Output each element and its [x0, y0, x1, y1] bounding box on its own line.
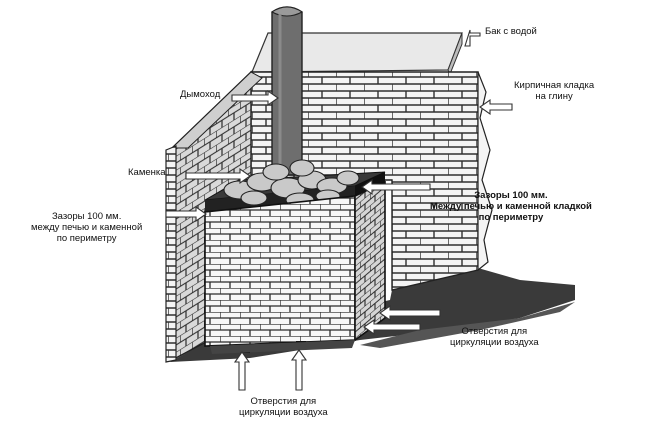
label-brickwork-line1: Кирпичная кладка	[514, 80, 595, 91]
label-brickwork: Кирпичная кладка на глину	[514, 80, 594, 102]
arrow-brickwork	[479, 98, 513, 116]
label-gap-left-line3: по периметру	[56, 233, 117, 244]
arrow-chimney	[231, 89, 279, 107]
stove-front-wall	[204, 195, 356, 347]
label-stone-heater: Каменка	[128, 167, 166, 178]
label-air-holes-right-line1: Отверстия для	[461, 326, 528, 337]
arrow-air-right-1	[379, 304, 441, 322]
arrow-gap-right	[361, 178, 431, 196]
label-air-holes-bottom-line2: циркуляции воздуха	[239, 407, 328, 418]
label-gap-right-line2: Между печью и каменной кладкой	[430, 201, 592, 212]
label-air-holes-bottom: Отверстия для циркуляции воздуха	[239, 396, 328, 418]
label-water-tank: Бак с водой	[485, 26, 537, 37]
label-chimney: Дымоход	[180, 89, 221, 100]
arrow-stone-heater	[185, 167, 251, 185]
label-gap-right: Зазоры 100 мм. Между печью и каменной кл…	[430, 190, 592, 223]
label-air-holes-right: Отверстия для циркуляции воздуха	[450, 326, 539, 348]
label-brickwork-line2: на глину	[535, 91, 573, 102]
label-air-holes-bottom-line1: Отверстия для	[250, 396, 317, 407]
label-gap-left-line2: между печью и каменной	[31, 222, 143, 233]
chimney-pipe	[271, 6, 303, 176]
arrow-air-bottom-2	[290, 349, 308, 391]
arrow-gap-left	[165, 205, 207, 223]
label-air-holes-right-line2: циркуляции воздуха	[450, 337, 539, 348]
label-gap-right-line1: Зазоры 100 мм.	[474, 190, 548, 201]
arrow-water-tank	[464, 29, 481, 47]
label-gap-left: Зазоры 100 мм. между печью и каменной по…	[31, 211, 142, 244]
label-gap-right-line3: по периметру	[478, 212, 544, 223]
arrow-air-bottom-1	[233, 351, 251, 391]
label-gap-left-line1: Зазоры 100 мм.	[51, 211, 122, 222]
arrow-air-right-2	[363, 318, 421, 336]
stove-side-wall	[354, 180, 386, 342]
